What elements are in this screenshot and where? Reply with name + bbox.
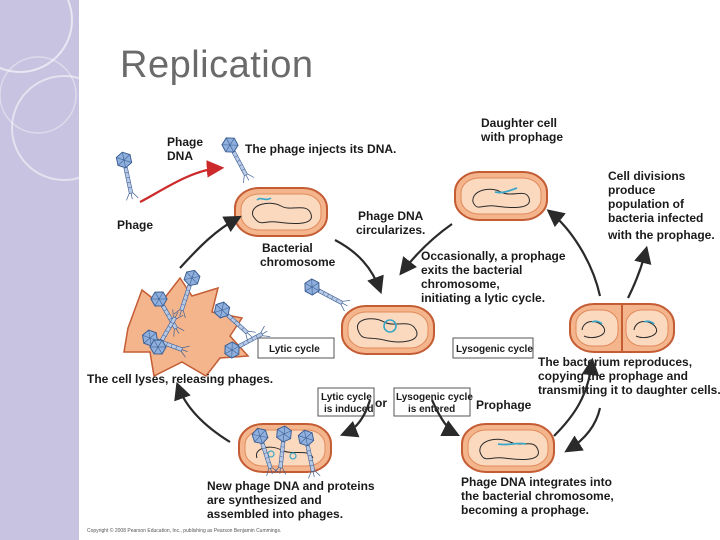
arrow-integrating-to-dividing <box>553 357 600 437</box>
label-or: or <box>375 396 387 410</box>
label-lytic-cycle: Lytic cycle <box>269 344 320 355</box>
arrow-exit-prophage <box>399 223 453 276</box>
arrow-lysed-to-infected <box>179 215 242 269</box>
label-prophage: Prophage <box>476 398 532 412</box>
label-occasionally-1: Occasionally, a prophage <box>421 249 566 263</box>
label-integrates-1: Phage DNA integrates into <box>461 475 612 489</box>
label-divisions-2: produce <box>608 183 656 197</box>
label-occasionally-2: exits the bacterial <box>421 263 522 277</box>
label-reproduces-2: copying the prophage and <box>538 369 688 383</box>
label-divisions-4: bacteria infected <box>608 211 703 225</box>
label-integrates-2: the bacterial chromosome, <box>461 489 614 503</box>
label-lytic-induced-2: is induced <box>324 404 373 415</box>
label-lytic-induced-1: Lytic cycle <box>321 392 372 403</box>
arrow-divisions <box>627 245 652 299</box>
label-bact-chrom-2: chromosome <box>260 255 336 269</box>
label-circularizes-2: circularizes. <box>356 223 425 237</box>
red-arrow-infection <box>139 160 225 203</box>
arrow-to-center <box>334 239 384 295</box>
phage-near-center <box>301 276 352 313</box>
slide-title: Replication <box>120 44 314 86</box>
label-daughter-2: with prophage <box>480 130 563 144</box>
arrow-synth-to-lysed <box>174 381 231 443</box>
phage-replication-diagram: Phage DNA Phage The phage injects its DN… <box>87 116 720 534</box>
label-daughter-1: Daughter cell <box>481 116 557 130</box>
cell-daughter <box>454 171 548 221</box>
box-lytic-cycle <box>257 337 335 359</box>
label-circularizes-1: Phage DNA <box>358 209 424 223</box>
label-phage-dna-1: Phage <box>167 135 203 149</box>
cell-circularized <box>341 305 435 355</box>
copyright-text: Copyright © 2008 Pearson Education, Inc.… <box>87 527 281 534</box>
label-reproduces-3: transmitting it to daughter cells. <box>538 383 720 397</box>
label-new-dna-1: New phage DNA and proteins <box>207 479 375 493</box>
label-lyso-entered-1: Lysogenic cycle <box>396 392 473 403</box>
arrow-to-daughter <box>546 209 602 297</box>
label-integrates-3: becoming a prophage. <box>461 503 589 517</box>
label-phage: Phage <box>117 218 153 232</box>
free-phage <box>114 150 140 202</box>
cell-dividing <box>569 303 675 353</box>
label-lyses: The cell lyses, releasing phages. <box>87 372 273 386</box>
arrow-reproduces-to-prophage <box>564 407 602 453</box>
label-lyso-entered-2: is entered <box>408 404 455 415</box>
label-divisions-1: Cell divisions <box>608 169 686 183</box>
box-lysogenic-cycle <box>452 337 534 359</box>
label-divisions-5: with the prophage. <box>607 228 715 242</box>
cell-infected <box>234 187 328 237</box>
label-occasionally-4: initiating a lytic cycle. <box>421 291 545 305</box>
label-divisions-3: population of <box>608 197 685 211</box>
sidebar-swirl <box>0 0 79 181</box>
arrow-center-to-integrate <box>430 399 460 436</box>
label-new-dna-2: are synthesized and <box>207 493 322 507</box>
arrow-center-to-synth <box>339 399 372 438</box>
label-new-dna-3: assembled into phages. <box>207 507 343 521</box>
label-phage-dna-2: DNA <box>167 149 193 163</box>
cell-integrating <box>461 423 555 473</box>
label-occasionally-3: chromosome, <box>421 277 500 291</box>
label-injects: The phage injects its DNA. <box>245 142 396 156</box>
label-reproduces-1: The bacterium reproduces, <box>538 355 692 369</box>
label-lysogenic-cycle: Lysogenic cycle <box>456 344 533 355</box>
sidebar-decoration <box>0 0 79 540</box>
label-bact-chrom-1: Bacterial <box>262 241 313 255</box>
